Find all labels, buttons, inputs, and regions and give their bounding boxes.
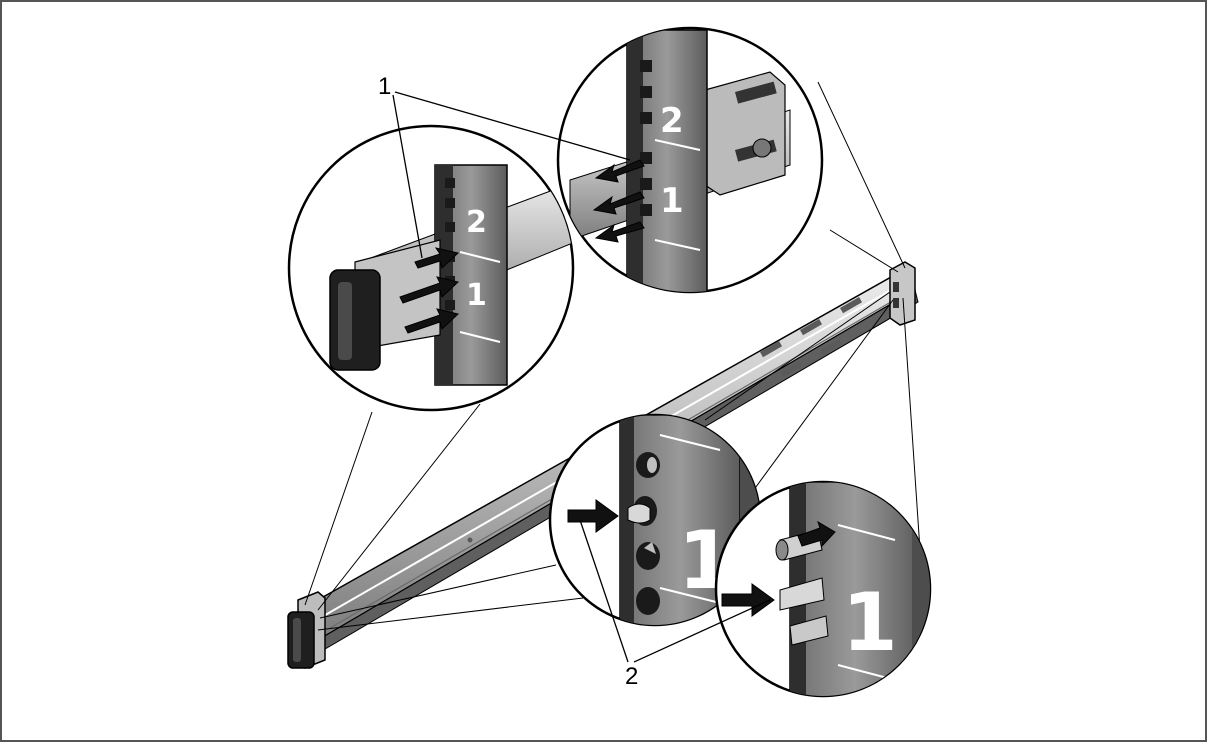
scale-label-1: 1 <box>842 576 898 669</box>
scale-label-2: 2 <box>660 101 684 141</box>
front-latch-detail <box>330 270 380 370</box>
scale-label-2: 2 <box>466 205 487 240</box>
callout-2-label: 2 <box>625 663 638 690</box>
detail-front-mount: 2 1 <box>289 126 580 410</box>
detail-rear-mount: 2 1 <box>558 28 822 300</box>
callout-1-label: 1 <box>378 73 391 100</box>
detail-peg-seated: 1 <box>716 482 932 702</box>
scale-label-1: 1 <box>466 278 487 313</box>
scale-label-1: 1 <box>660 181 684 221</box>
rear-bracket <box>890 262 915 325</box>
